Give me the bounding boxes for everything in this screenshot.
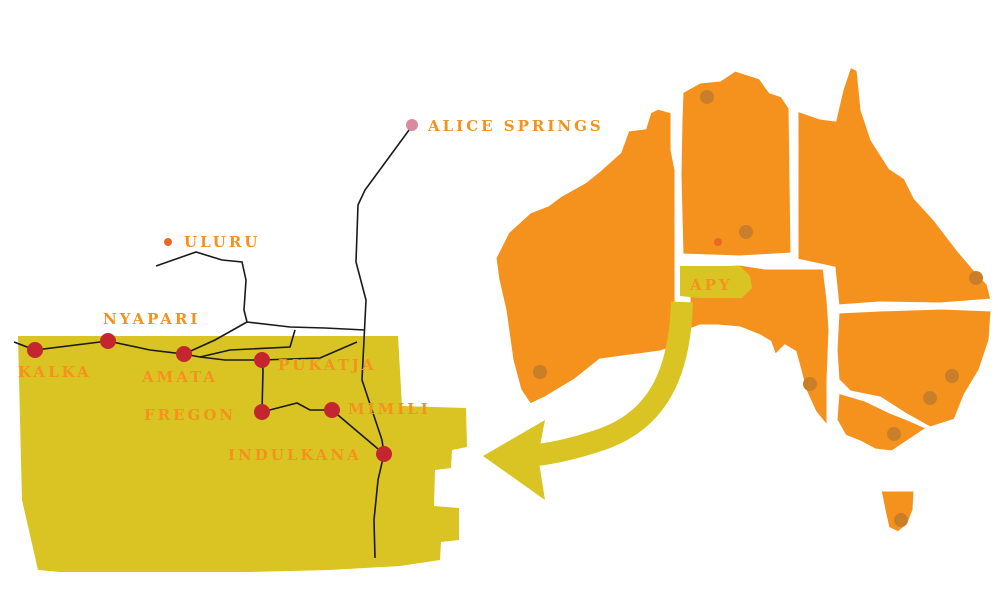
state-tasmania (878, 488, 917, 535)
fregon-label: FREGON (144, 406, 236, 424)
amata-dot (176, 346, 192, 362)
apy-lands-region (18, 336, 467, 572)
nyapari-dot (100, 333, 116, 349)
newcastle-dot (945, 369, 959, 383)
zoom-arrow (483, 301, 693, 500)
road-south (373, 453, 385, 559)
sydney-dot (923, 391, 937, 405)
kalka-label: KALKA (18, 363, 92, 381)
road-pukatja-fregon (261, 359, 332, 414)
canberra-dot (887, 427, 901, 441)
state-new-south-wales (834, 306, 994, 430)
state-western-australia (493, 106, 681, 407)
pukatja-dot (254, 352, 270, 368)
australia-dots (533, 90, 983, 527)
apy-highlight (680, 266, 752, 298)
uluru-dot (164, 238, 172, 246)
fregon-dot (254, 404, 270, 420)
perth-dot (533, 365, 547, 379)
hobart-dot (894, 513, 908, 527)
road-link (199, 329, 296, 358)
road-mimili-indulkana (331, 409, 385, 455)
nyapari-label: NYAPARI (103, 310, 200, 328)
indulkana-label: INDULKANA (228, 446, 362, 464)
road-uluru (155, 251, 366, 331)
state-queensland (795, 63, 994, 308)
kalka-dot (27, 342, 43, 358)
alice-springs-label: ALICE SPRINGS (427, 117, 604, 135)
darwin-dot (700, 90, 714, 104)
alice-springs-dot (406, 119, 418, 131)
apy-label: APY (689, 276, 733, 294)
amata-label: AMATA (141, 368, 218, 386)
central-dot (739, 225, 753, 239)
australia-map: APY (493, 63, 994, 535)
mimili-label: MIMILI (348, 400, 431, 418)
arrow-shaft (524, 301, 693, 467)
uluru-label: ULURU (184, 233, 260, 251)
road-alice-springs (355, 125, 413, 455)
adelaide-dot (803, 377, 817, 391)
arrow-head (483, 420, 545, 500)
state-south-australia (686, 262, 832, 433)
roads (13, 125, 413, 559)
state-victoria (834, 390, 932, 454)
indulkana-dot (376, 446, 392, 462)
road-amata-pukatja (183, 341, 358, 361)
state-northern-territory (678, 68, 794, 259)
communities (27, 333, 392, 462)
brisbane-dot (969, 271, 983, 285)
mimili-dot (324, 402, 340, 418)
alice-springs-map-dot (714, 238, 722, 246)
pukatja-label: PUKATJA (278, 356, 377, 374)
